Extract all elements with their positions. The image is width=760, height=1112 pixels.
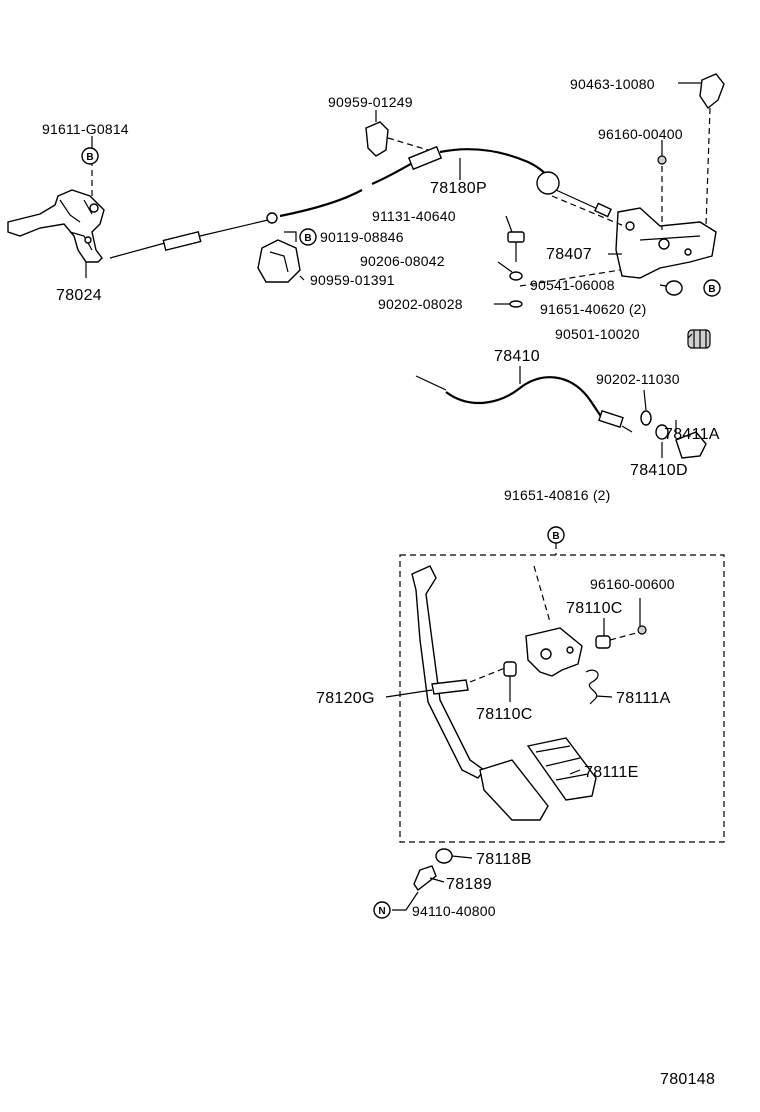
- badge-b-text: B: [86, 152, 93, 163]
- pedal-bracket: [525, 627, 583, 677]
- pedal-arm-78120g: [411, 565, 549, 821]
- grommet-90541-06008: [665, 280, 683, 296]
- part-label: 90119-08846: [320, 229, 404, 245]
- part-label: 78120G: [316, 690, 375, 707]
- part-label: 78111A: [616, 690, 671, 707]
- pedal-pad-78111e: [526, 737, 597, 801]
- clip-90463-10080: [699, 73, 725, 110]
- part-label: 78410D: [630, 462, 688, 479]
- part-label: 90202-08028: [378, 296, 463, 312]
- washer-90206-08042: [509, 271, 523, 281]
- part-label: 78111E: [584, 764, 639, 781]
- part-label: 78110C: [476, 706, 533, 723]
- part-label: 78024: [56, 287, 102, 304]
- part-label: 78410: [494, 348, 540, 365]
- pedal-assembly-box: [399, 554, 725, 843]
- part-label: 78407: [546, 246, 592, 263]
- bushing-78110c-upper: [595, 635, 611, 649]
- badge-b-3: B: [703, 279, 721, 297]
- badge-n-text: N: [378, 906, 385, 917]
- part-label: 96160-00400: [598, 126, 683, 142]
- pedal-shaft: [431, 679, 469, 695]
- badge-b-text: B: [304, 233, 311, 244]
- cushion-90501-10020: [687, 329, 711, 349]
- throttle-lever-78024: [7, 189, 105, 263]
- leader-lines: [85, 82, 702, 911]
- part-label: 90501-10020: [555, 326, 640, 342]
- badge-n-1: N: [373, 901, 391, 919]
- cable-bracket-78407: [615, 207, 717, 279]
- part-labels: 90463-10080 90959-01249 91611-G0814 9616…: [42, 76, 720, 919]
- bushing-78110c-lower: [503, 661, 517, 677]
- kickdown-cable-78410: [415, 375, 633, 433]
- part-label: 96160-00600: [590, 576, 675, 592]
- part-label: 91651-40620 (2): [540, 301, 647, 317]
- part-label: 91611-G0814: [42, 121, 129, 137]
- part-label: 94110-40800: [412, 903, 496, 919]
- part-label: 78110C: [566, 600, 623, 617]
- spring-78111a: [585, 669, 599, 705]
- part-label: 91131-40640: [372, 208, 456, 224]
- part-label: 78180P: [430, 180, 487, 197]
- badge-b-4: B: [547, 526, 565, 544]
- stopper-78118b: [435, 848, 453, 864]
- part-label: 90959-01249: [328, 94, 413, 110]
- diagram-code: 780148: [660, 1071, 715, 1088]
- part-label: 78118B: [476, 851, 532, 868]
- nut-96160-00400: [657, 155, 667, 165]
- cap-78411a: [675, 431, 707, 459]
- part-label: 90206-08042: [360, 253, 445, 269]
- badge-b-2: B: [299, 228, 317, 246]
- part-label: 90463-10080: [570, 76, 655, 92]
- part-label: 90541-06008: [530, 277, 615, 293]
- part-label: 78411A: [664, 426, 720, 443]
- bolt-91131-40640: [507, 231, 525, 262]
- bolt-78189: [413, 865, 437, 892]
- washer-90202-08028: [509, 300, 523, 308]
- clip-90959-01391: [257, 239, 301, 283]
- badge-b-text: B: [552, 531, 559, 542]
- badge-b-1: B: [81, 147, 99, 165]
- clip-90959-01249: [365, 121, 429, 157]
- nut-90202-11030: [640, 410, 652, 426]
- throttle-cable-78180p: [109, 145, 612, 259]
- badge-b-text: B: [708, 284, 715, 295]
- part-label: 90202-11030: [596, 371, 680, 387]
- part-label: 90959-01391: [310, 272, 395, 288]
- part-label: 78189: [446, 876, 492, 893]
- nut-96160-00600: [637, 625, 647, 635]
- part-label: 91651-40816 (2): [504, 487, 611, 503]
- bushing-78410d: [655, 424, 669, 440]
